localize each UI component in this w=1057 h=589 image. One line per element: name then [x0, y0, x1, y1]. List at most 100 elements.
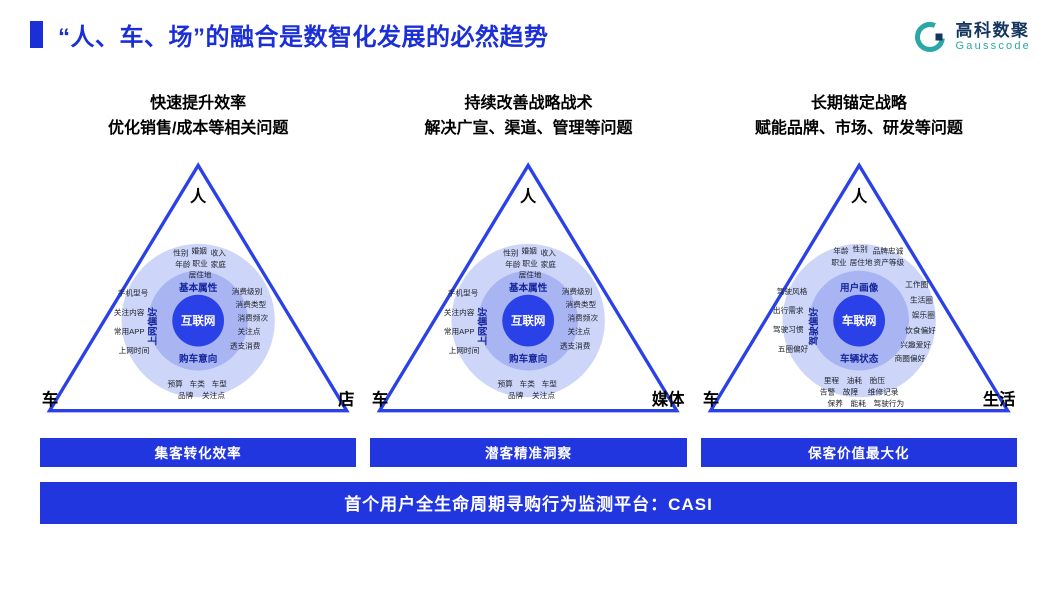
column-heading-line: 赋能品牌、市场、研发等问题: [754, 119, 963, 137]
attribute-label: 关注内容: [114, 306, 145, 316]
triangle-diagram: 人车媒体互联网基本属性购车意向上网偏好性别婚姻收入年龄职业家庭居住地消费级别消费…: [372, 161, 685, 412]
attribute-label: 性别: [173, 247, 188, 257]
attribute-label: 驾驶行为: [873, 398, 904, 408]
column-heading: 快速提升效率优化销售/成本等相关问题: [40, 92, 356, 142]
attribute-label: 居住地: [189, 269, 212, 279]
attribute-label: 工作圈: [905, 279, 928, 289]
center-circle-label: 互联网: [181, 313, 215, 327]
attribute-label: 消费级别: [562, 285, 593, 295]
attribute-label: 家庭: [541, 259, 557, 269]
attribute-label: 车类: [190, 378, 206, 388]
attribute-label: 关注内容: [444, 306, 475, 316]
logo-text: 高科数聚 Gausscode: [956, 21, 1031, 53]
column-heading-line: 长期锚定战略: [810, 95, 907, 112]
vertex-top-label: 人: [190, 186, 207, 205]
attribute-label: 资产等级: [873, 257, 904, 267]
page-title: “人、车、场”的融合是数智化发展的必然趋势: [58, 24, 549, 51]
attribute-label: 车型: [212, 378, 228, 388]
attribute-label: 居住地: [519, 269, 542, 279]
attribute-label: 透支消费: [560, 340, 591, 350]
vertex-top-label: 人: [520, 186, 537, 205]
ring-inner-circle: [502, 294, 555, 347]
vertex-right-label: 店: [338, 390, 354, 409]
attribute-label: 消费类型: [566, 299, 597, 309]
triangle-outline: [46, 161, 350, 412]
triangle-diagram: 人车店互联网基本属性购车意向上网偏好性别婚姻收入年龄职业家庭居住地消费级别消费类…: [42, 161, 354, 412]
ring-inner-circle: [832, 294, 885, 347]
attribute-label: 保养: [827, 398, 843, 408]
attribute-label: 商圈偏好: [894, 352, 925, 362]
vertex-left-label: 车: [42, 390, 58, 409]
center-circle-label: 互联网: [511, 313, 546, 327]
attribute-label: 告警: [820, 386, 836, 396]
attribute-label: 品牌: [178, 390, 194, 400]
attribute-label: 娱乐圈: [912, 309, 935, 319]
attribute-label: 消费频次: [237, 312, 268, 322]
attribute-label: 消费频次: [568, 312, 599, 322]
triangle-outline: [376, 161, 681, 412]
attribute-label: 关注点: [568, 326, 591, 336]
column-heading-line: 优化销售/成本等相关问题: [107, 119, 289, 137]
attribute-label: 消费类型: [236, 299, 267, 309]
attribute-label: 年龄: [833, 245, 849, 255]
footer-banner: 首个用户全生命周期寻购行为监测平台：CASI: [40, 482, 1017, 525]
column-3: 长期锚定战略赋能品牌、市场、研发等问题人车 生活 车联网 用户画像车辆状态 驾驶偏好 年龄…: [700, 92, 1017, 468]
ring-category-label: 驾驶偏好: [808, 306, 820, 346]
attribute-label: 品牌忠诚: [872, 245, 903, 255]
attribute-label: 年龄: [175, 259, 191, 269]
attribute-label: 常用APP: [114, 327, 145, 336]
ring-category-label: 购车意向: [509, 352, 547, 364]
column-banner: 保客价值最大化: [700, 438, 1017, 468]
attribute-label: 居住地: [849, 257, 872, 267]
attribute-label: 收入: [541, 247, 557, 257]
center-circle-label: 车联网: [842, 313, 877, 327]
ring-category-label: 基本属性: [178, 281, 218, 293]
title-row: “人、车、场”的融合是数智化发展的必然趋势: [30, 17, 549, 52]
attribute-label: 上网时间: [449, 345, 480, 355]
column-heading-line: 解决广宣、渠道、管理等问题: [424, 119, 633, 137]
attribute-label: 上网时间: [119, 345, 150, 355]
attribute-label: 预算: [498, 378, 514, 388]
ring-category-label: 上网偏好: [147, 306, 159, 345]
attribute-label: 里程: [823, 376, 839, 385]
ring-category-label: 车辆状态: [840, 352, 879, 364]
vertex-left-label: 车: [703, 390, 719, 409]
ring-category-label: 基本属性: [508, 281, 548, 293]
attribute-label: 油耗: [846, 375, 862, 385]
attribute-label: 职业: [831, 257, 847, 267]
attribute-label: 性别: [852, 243, 867, 253]
column-banner: 潜客精准洞察: [370, 438, 687, 468]
columns: 快速提升效率优化销售/成本等相关问题人车店互联网基本属性购车意向上网偏好性别婚姻…: [0, 66, 1057, 468]
ring-inner-circle: [172, 294, 225, 347]
attribute-label: 维修记录: [867, 386, 898, 396]
title-bullet-icon: [30, 21, 43, 48]
vertex-top-label: 人: [851, 186, 868, 205]
header: “人、车、场”的融合是数智化发展的必然趋势 高科数聚 Gausscode: [0, 0, 1057, 66]
vertex-left-label: 车: [372, 390, 388, 409]
attribute-label: 驾驶风格: [776, 285, 807, 295]
attribute-label: 生活圈: [910, 294, 933, 304]
attribute-label: 常用APP: [444, 327, 475, 336]
vertex-right-label: 生活: [982, 390, 1015, 409]
logo-name-cn: 高科数聚: [955, 20, 1030, 40]
attribute-label: 品牌: [508, 390, 524, 400]
attribute-label: 透支消费: [230, 340, 261, 350]
logo-name-en: Gausscode: [955, 40, 1031, 53]
column-heading: 持续改善战略战术解决广宣、渠道、管理等问题: [370, 92, 686, 142]
attribute-label: 故障: [843, 386, 859, 396]
attribute-label: 手机型号: [118, 287, 149, 297]
ring-category-label: 用户画像: [839, 281, 879, 293]
column-heading: 长期锚定战略赋能品牌、市场、研发等问题: [701, 92, 1017, 142]
column-banner: 集客转化效率: [40, 438, 357, 468]
gausscode-logo: 高科数聚 Gausscode: [912, 19, 1031, 55]
attribute-label: 家庭: [211, 259, 227, 269]
attribute-label: 能耗: [850, 398, 866, 408]
attribute-label: 出行需求: [773, 305, 804, 315]
attribute-label: 五圈偏好: [777, 343, 808, 353]
triangle-outline: [707, 161, 1011, 412]
column-heading-line: 持续改善战略战术: [464, 95, 593, 112]
triangle-diagram: 人车 生活 车联网 用户画像车辆状态 驾驶偏好 年龄性别品牌忠诚职业居住地资产等级工作圈生…: [703, 161, 1015, 412]
attribute-label: 职业: [192, 258, 208, 268]
column-2: 持续改善战略战术解决广宣、渠道、管理等问题人车媒体互联网基本属性购车意向上网偏好…: [370, 92, 687, 468]
